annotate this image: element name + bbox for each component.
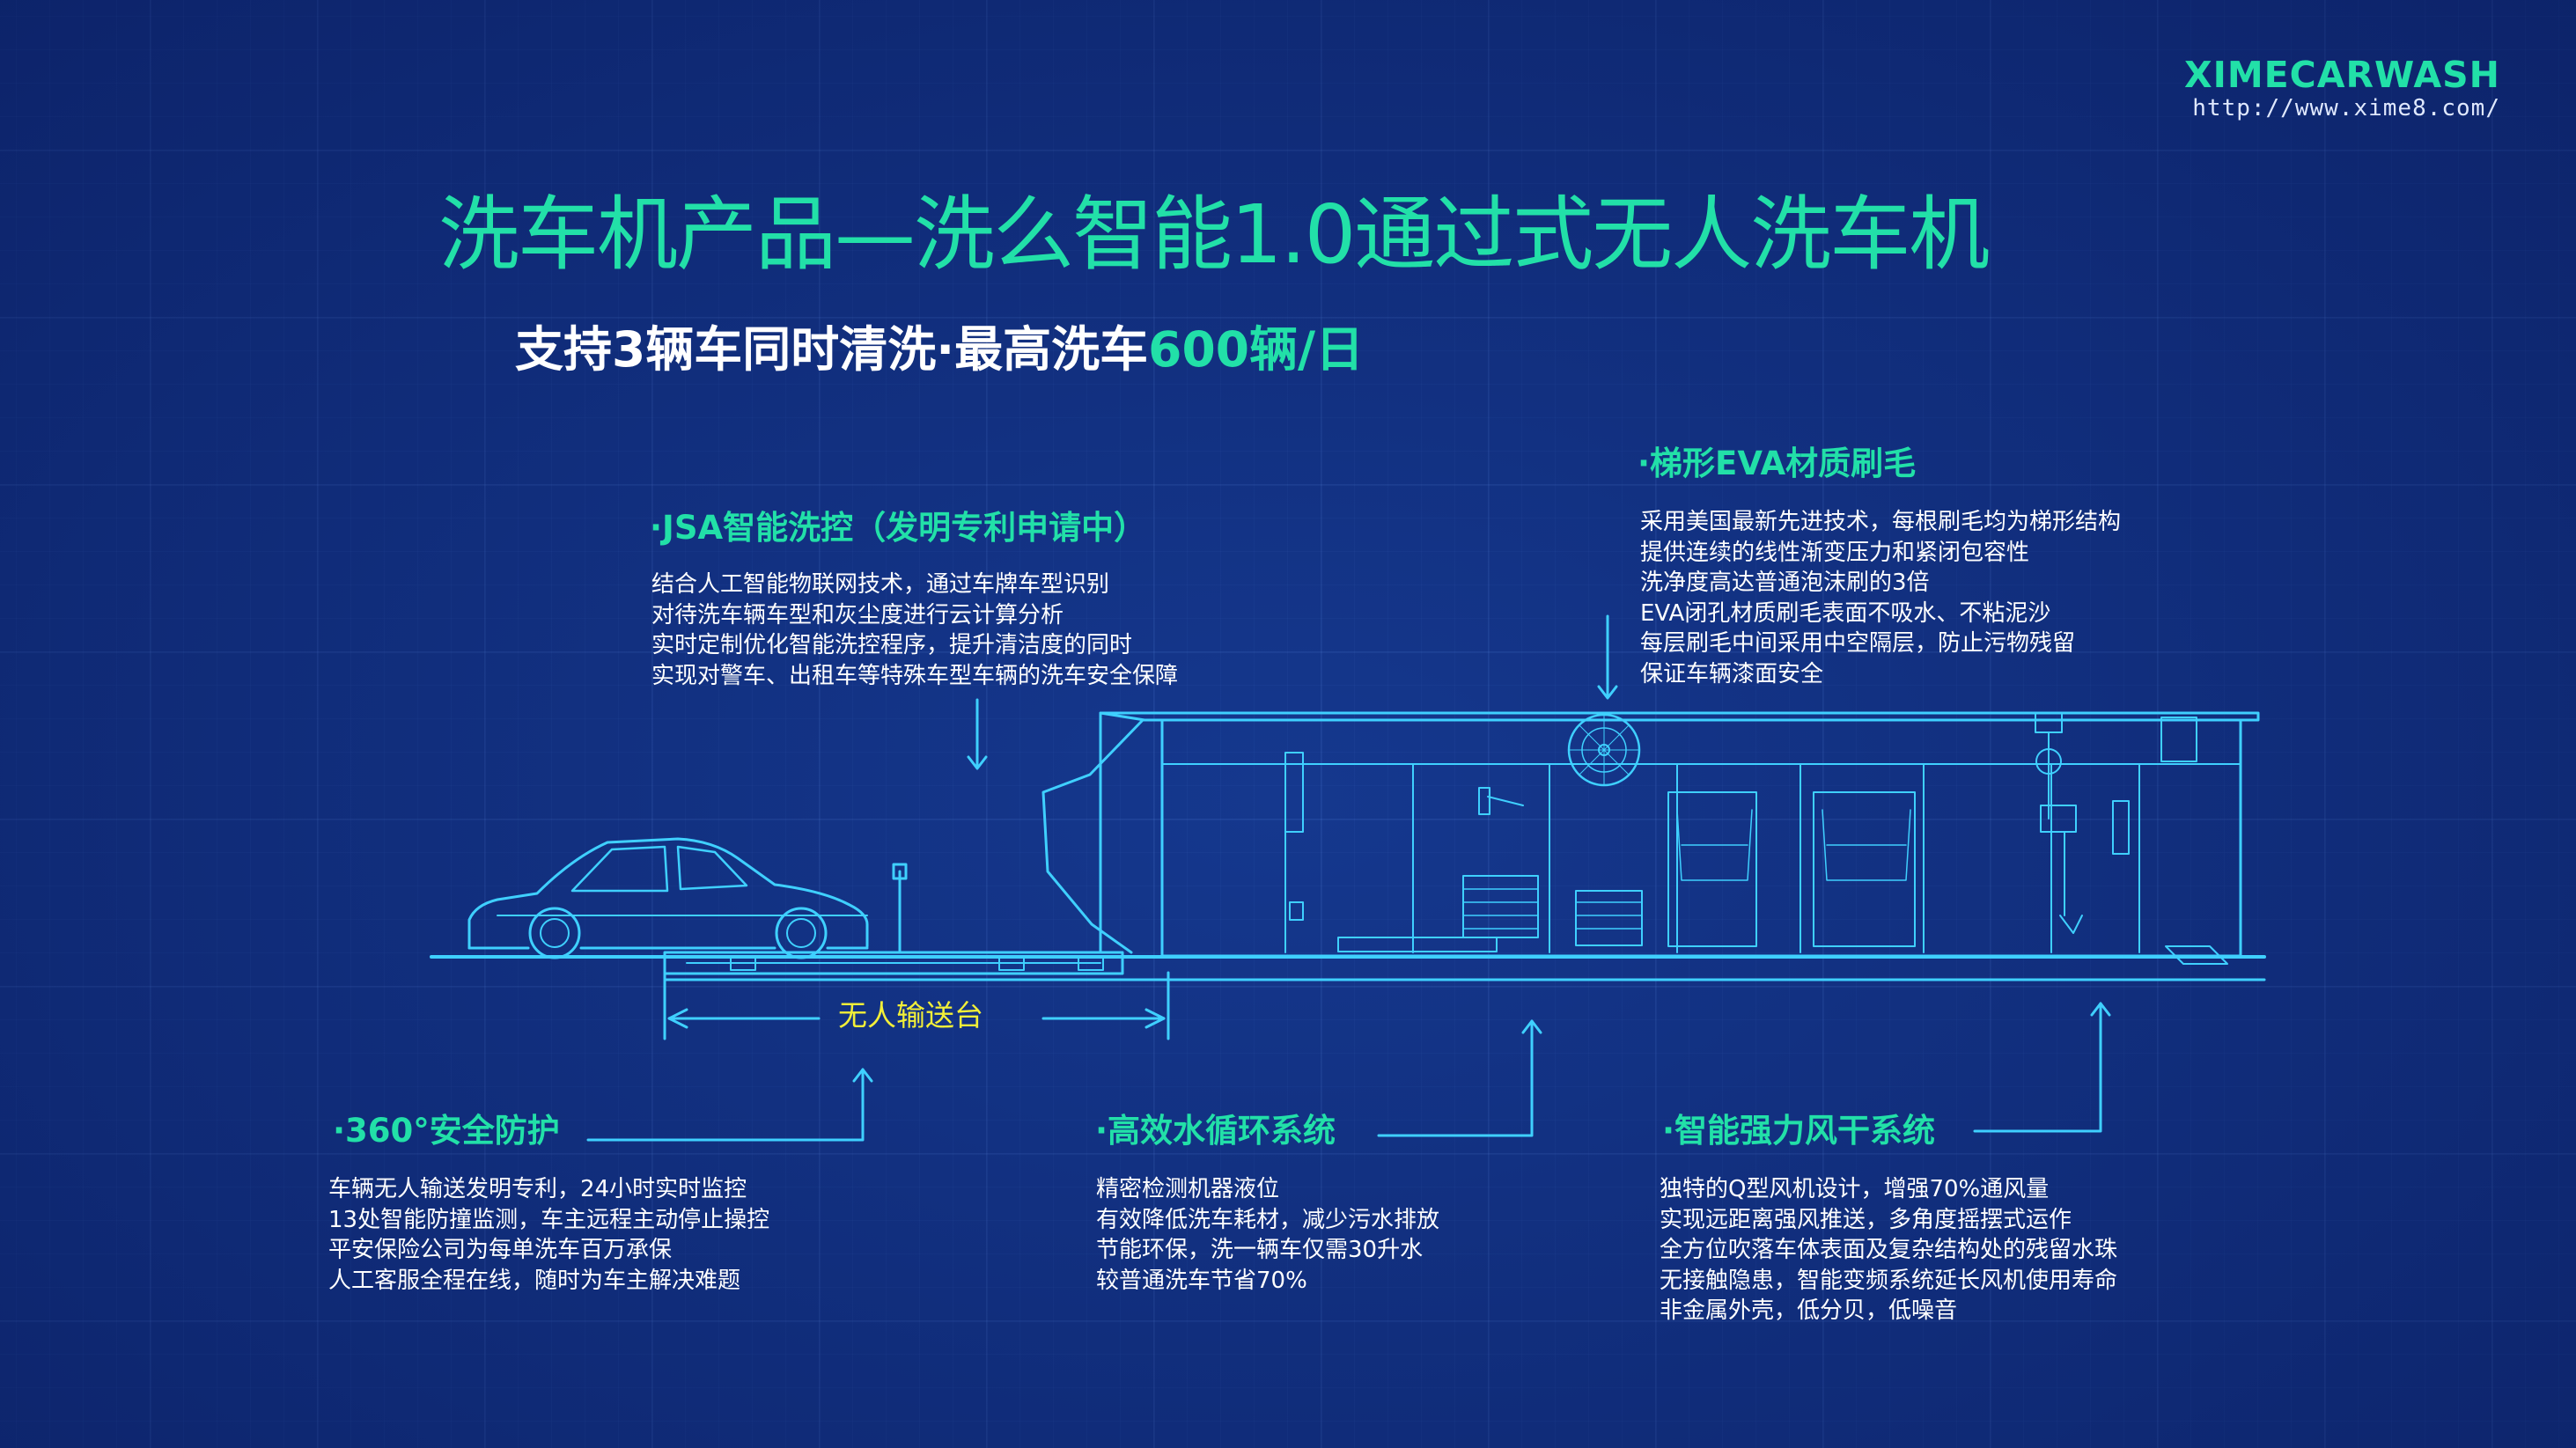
brand-logo: XIMECARWASH http://www.xime8.com/ <box>2184 55 2500 121</box>
arrow-water <box>1377 1019 1542 1137</box>
feature-dryer-line: 无接触隐患，智能变频系统延长风机使用寿命 <box>1660 1267 2118 1294</box>
feature-brush-line: 提供连续的线性渐变压力和紧闭包容性 <box>1640 539 2030 566</box>
brand-name: XIMECARWASH <box>2183 54 2500 96</box>
feature-dryer-line: 独特的Q型风机设计，增强70%通风量 <box>1660 1176 2050 1202</box>
feature-brush-line: 采用美国最新先进技术，每根刷毛均为梯形结构 <box>1640 509 2122 535</box>
conveyor-platform <box>663 951 1124 975</box>
sensor-post-icon <box>892 863 908 952</box>
feature-jsa-line: 结合人工智能物联网技术，通过车牌车型识别 <box>651 571 1110 598</box>
feature-brush-line: 洗净度高达普通泡沫刷的3倍 <box>1640 570 1930 596</box>
arrow-brush <box>1597 614 1618 700</box>
page-subtitle: 支持3辆车同时清洗·最高洗车600辆/日 <box>515 319 1364 380</box>
feature-dryer-line: 全方位吹落车体表面及复杂结构处的残留水珠 <box>1660 1237 2118 1263</box>
subtitle-highlight: 600辆/日 <box>1148 321 1365 378</box>
feature-jsa-title: ·JSA智能洗控（发明专利申请中） <box>650 509 1147 547</box>
page-title: 洗车机产品—洗么智能1.0通过式无人洗车机 <box>438 187 1990 282</box>
feature-brush-line: 每层刷毛中间采用中空隔层，防止污物残留 <box>1640 630 2076 657</box>
feature-water-title: ·高效水循环系统 <box>1095 1112 1336 1150</box>
feature-brush-title: ·梯形EVA材质刷毛 <box>1638 445 1917 482</box>
feature-safety-line: 13处智能防撞监测，车主远程主动停止操控 <box>328 1206 770 1233</box>
arrow-jsa <box>967 698 988 770</box>
brand-url: http://www.xime8.com/ <box>2192 95 2500 121</box>
feature-safety-line: 人工客服全程在线，随时为车主解决难题 <box>328 1267 741 1294</box>
feature-safety-line: 车辆无人输送发明专利，24小时实时监控 <box>328 1176 747 1202</box>
feature-water-line: 较普通洗车节省70% <box>1096 1267 1307 1294</box>
feature-dryer-body: 独特的Q型风机设计，增强70%通风量 实现远距离强风推送，多角度摇摆式运作 全方… <box>1660 1174 2117 1327</box>
feature-water-line: 节能环保，洗一辆车仅需30升水 <box>1096 1237 1424 1263</box>
conveyor-label: 无人输送台 <box>838 998 983 1033</box>
brush-wheel-icon <box>1567 713 1641 787</box>
feature-jsa-line: 实时定制优化智能洗控程序，提升清洁度的同时 <box>651 632 1133 658</box>
feature-brush-line: 保证车辆漆面安全 <box>1640 660 1824 687</box>
feature-jsa-line: 实现对警车、出租车等特殊车型车辆的洗车安全保障 <box>651 662 1179 689</box>
feature-water-line: 有效降低洗车耗材，减少污水排放 <box>1096 1206 1440 1233</box>
arrow-safety <box>586 1068 873 1142</box>
car-outline-icon <box>467 837 869 959</box>
arrow-dryer <box>1973 1002 2111 1133</box>
subtitle-main: 支持3辆车同时清洗·最高洗车 <box>515 321 1149 378</box>
feature-dryer-title: ·智能强力风干系统 <box>1662 1112 1936 1150</box>
feature-water-body: 精密检测机器液位 有效降低洗车耗材，减少污水排放 节能环保，洗一辆车仅需30升水… <box>1096 1174 1439 1296</box>
feature-jsa-line: 对待洗车辆车型和灰尘度进行云计算分析 <box>651 601 1064 628</box>
dryer-unit-icon <box>2035 712 2130 934</box>
machine-body <box>1041 711 2260 965</box>
feature-dryer-line: 实现远距离强风推送，多角度摇摆式运作 <box>1660 1206 2072 1233</box>
feature-safety-line: 平安保险公司为每单洗车百万承保 <box>328 1237 673 1263</box>
feature-dryer-line: 非金属外壳，低分贝，低噪音 <box>1660 1297 1958 1324</box>
feature-safety-title: ·360°安全防护 <box>333 1112 560 1150</box>
feature-safety-body: 车辆无人输送发明专利，24小时实时监控 13处智能防撞监测，车主远程主动停止操控… <box>328 1174 769 1296</box>
feature-water-line: 精密检测机器液位 <box>1096 1176 1280 1202</box>
conveyor-dimension <box>663 971 1170 1040</box>
feature-brush-body: 采用美国最新先进技术，每根刷毛均为梯形结构 提供连续的线性渐变压力和紧闭包容性 … <box>1640 507 2121 689</box>
feature-brush-line: EVA闭孔材质刷毛表面不吸水、不粘泥沙 <box>1640 599 2051 627</box>
feature-jsa-body: 结合人工智能物联网技术，通过车牌车型识别 对待洗车辆车型和灰尘度进行云计算分析 … <box>651 570 1178 691</box>
